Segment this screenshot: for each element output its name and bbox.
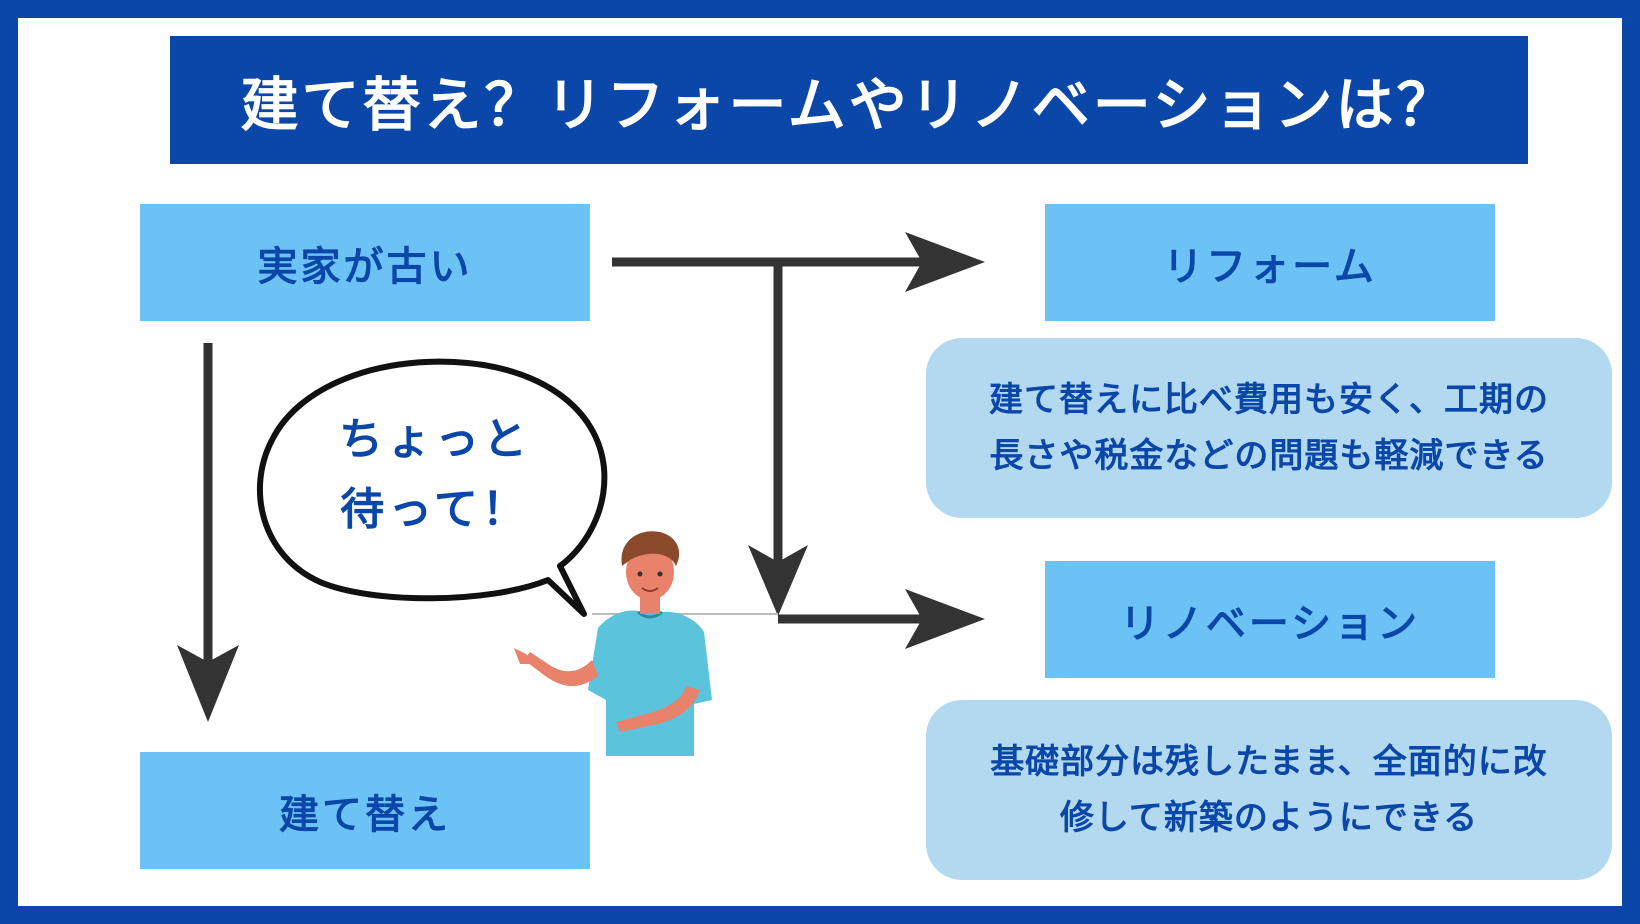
person-hair [621, 531, 680, 566]
renovation-description: 基礎部分は残したまま、全面的に改 修して新築のようにできる [926, 700, 1612, 880]
arrowhead-renovation [905, 589, 985, 649]
renovation-box: リノベーション [1045, 561, 1495, 678]
person-left-arm [524, 652, 598, 687]
reform-description: 建て替えに比べ費用も安く、工期の 長さや税金などの問題も軽減できる [926, 338, 1612, 518]
person-illustration [514, 531, 712, 756]
speech-line-2: 待って！ [340, 484, 530, 535]
arrowhead-rebuild [177, 645, 239, 722]
page-title: 建て替え？リフォームやリノベーションは？ [170, 36, 1528, 164]
renovation-desc-line-2: 修して新築のようにできる [1059, 798, 1479, 838]
person-right-arm [616, 686, 700, 732]
arrowhead-reform [905, 232, 985, 292]
start-box-old-house: 実家が古い [140, 204, 590, 321]
reform-box: リフォーム [1045, 204, 1495, 321]
arrowhead-branch [748, 545, 808, 616]
speech-line-1: ちょっと [339, 414, 531, 465]
renovation-desc-line-1: 基礎部分は残したまま、全面的に改 [990, 742, 1548, 782]
reform-desc-line-1: 建て替えに比べ費用も安く、工期の [989, 380, 1549, 420]
reform-desc-line-2: 長さや税金などの問題も軽減できる [989, 436, 1549, 476]
speech-bubble-outline [257, 358, 608, 617]
person-shirt [588, 610, 712, 756]
person-head [626, 544, 674, 600]
speech-bubble-text: ちょっと 待って！ [300, 405, 570, 545]
rebuild-box: 建て替え [140, 752, 590, 869]
